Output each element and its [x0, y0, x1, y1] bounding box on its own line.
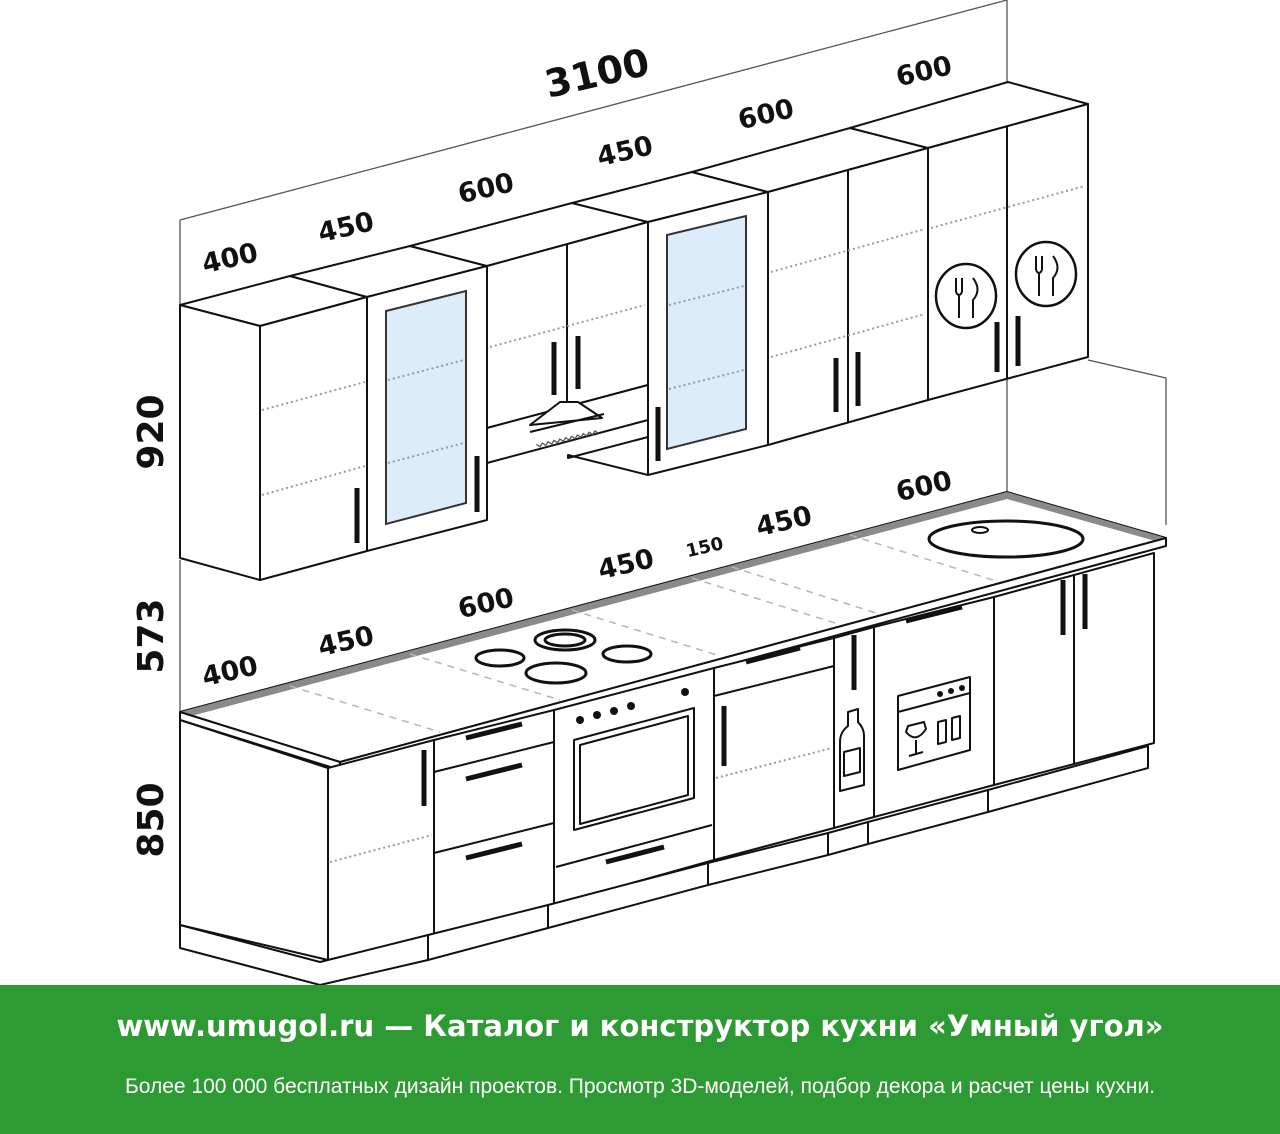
upper-width-label: 600 [455, 167, 517, 210]
counter-width-label: 400 [199, 650, 261, 693]
glass-panel-1 [385, 289, 467, 526]
wall-outline [179, 0, 1167, 712]
upper-width-label: 450 [315, 206, 377, 249]
upper-front-1 [259, 296, 368, 581]
counter-width-label: 450 [753, 500, 815, 543]
base-front-6 [873, 596, 995, 818]
sink-icon [927, 519, 1085, 559]
base-front-1 [327, 739, 435, 961]
base-front-2 [433, 709, 555, 936]
counter-width-label: 600 [893, 465, 955, 508]
upper-height-label: 920 [131, 394, 172, 469]
upper-width-label: 400 [199, 237, 261, 280]
footer-subtitle: Более 100 000 бесплатных дизайн проектов… [124, 1075, 1156, 1098]
oven-icon [555, 688, 713, 868]
upper-width-label: 600 [735, 93, 797, 136]
counter-width-label: 450 [315, 620, 377, 663]
upper-side-1 [179, 304, 261, 581]
footer-banner: www.umugol.ru — Каталог и конструктор ку… [0, 985, 1280, 1134]
counter-width-label: 150 [684, 533, 725, 562]
cutlery-icon [1014, 240, 1078, 308]
upper-cabinets [179, 81, 1089, 581]
bottle-icon [839, 708, 865, 792]
dishwasher-icon [897, 676, 971, 771]
cooktop-icon [474, 628, 653, 685]
base-cabinets [179, 552, 1155, 985]
base-handle-4a [745, 645, 801, 665]
drawer-handle-2 [465, 762, 523, 782]
upper-width-label: 450 [594, 130, 656, 173]
glass-panel-2 [666, 214, 747, 451]
total-width-label: 3100 [541, 40, 654, 107]
counter-width-label: 600 [455, 582, 517, 625]
kitchen-diagram: 3100 400 450 600 450 600 600 400 450 600… [131, 0, 1167, 985]
backsplash-height-label: 573 [131, 598, 172, 673]
base-height-label: 850 [131, 782, 172, 857]
footer-title: www.umugol.ru — Каталог и конструктор ку… [116, 1009, 1164, 1043]
drawer-handle-3 [465, 841, 523, 861]
cutlery-icon [934, 262, 998, 330]
upper-width-label: 600 [893, 50, 955, 93]
drawer-handle-1 [465, 721, 523, 741]
counter-width-label: 450 [595, 543, 657, 586]
